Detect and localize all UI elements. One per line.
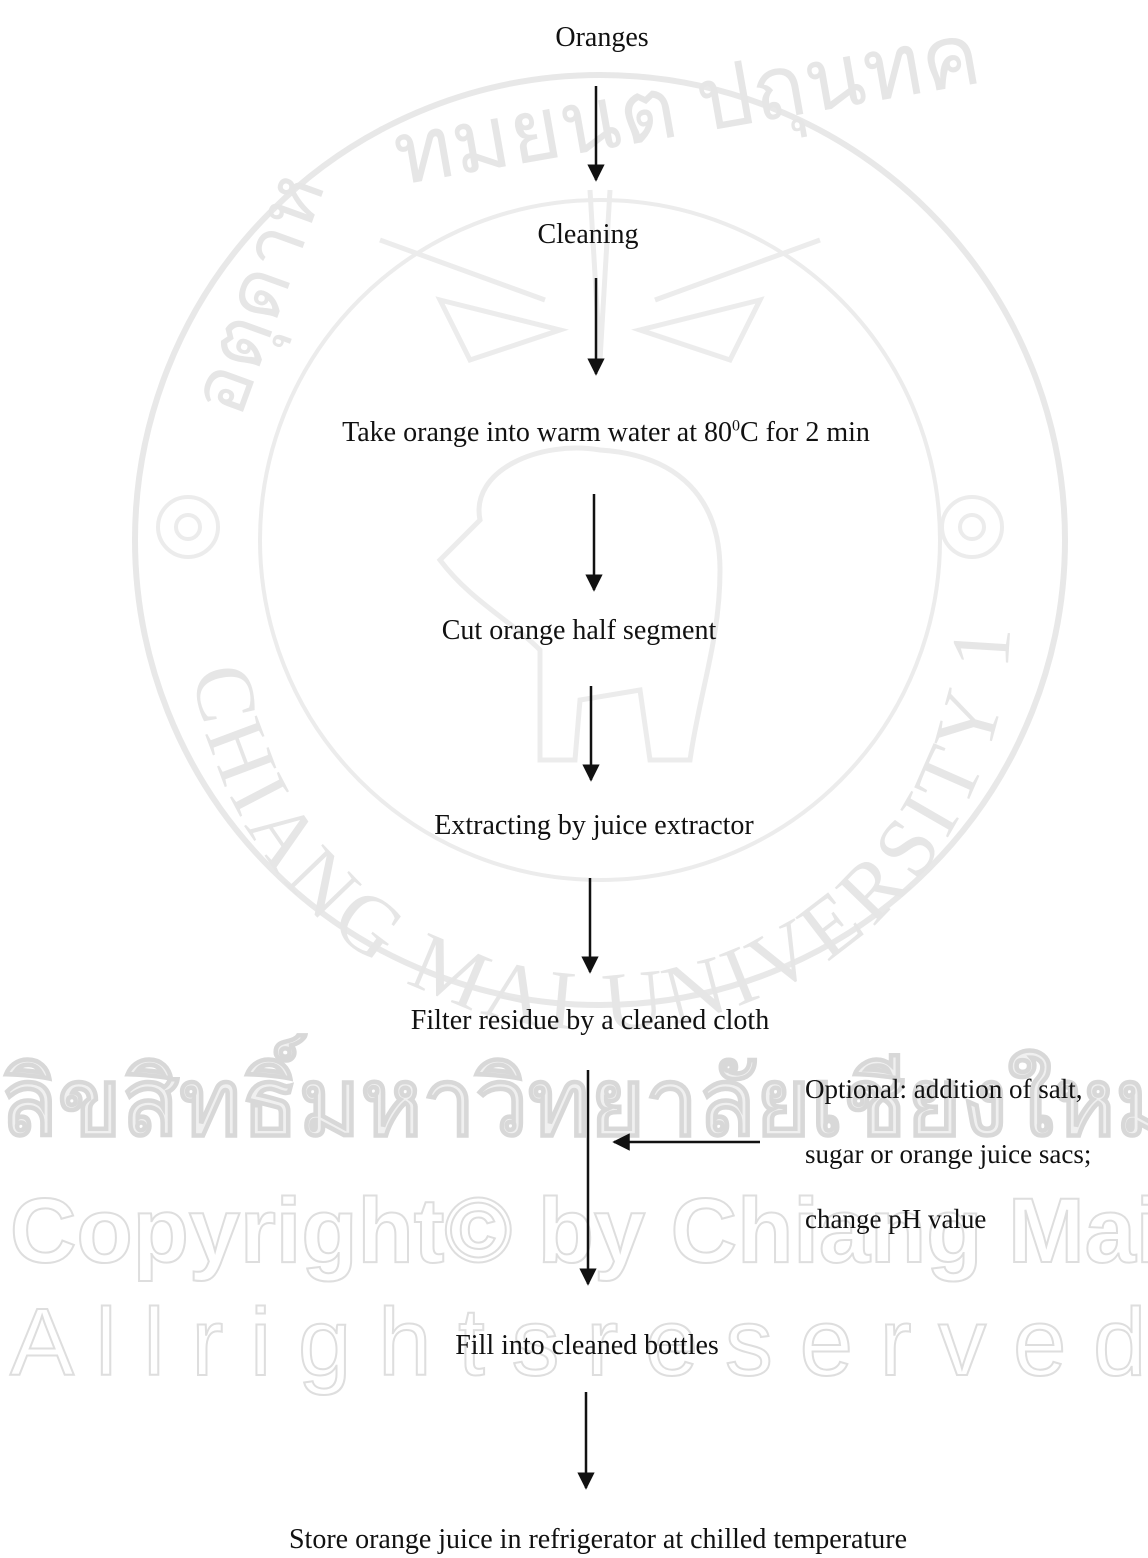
step-extract: Extracting by juice extractor bbox=[434, 810, 754, 841]
step-warm-water-prefix: Take orange into warm water at 80 bbox=[342, 417, 732, 448]
step-warm-water: Take orange into warm water at 800C for … bbox=[342, 417, 870, 449]
step-oranges: Oranges bbox=[555, 22, 649, 53]
optional-note-line-2: sugar or orange juice sacs; bbox=[805, 1139, 1092, 1169]
optional-note-line-3: change pH value bbox=[805, 1204, 987, 1234]
step-filter: Filter residue by a cleaned cloth bbox=[410, 1005, 770, 1036]
step-store: Store orange juice in refrigerator at ch… bbox=[288, 1524, 908, 1555]
step-warm-water-degree: 0 bbox=[732, 417, 740, 435]
step-cut: Cut orange half segment bbox=[441, 615, 717, 646]
step-fill: Fill into cleaned bottles bbox=[455, 1330, 719, 1361]
optional-note-line-1: Optional: addition of salt, bbox=[805, 1074, 1083, 1104]
step-warm-water-suffix: C for 2 min bbox=[740, 417, 870, 448]
step-cleaning: Cleaning bbox=[537, 219, 639, 250]
